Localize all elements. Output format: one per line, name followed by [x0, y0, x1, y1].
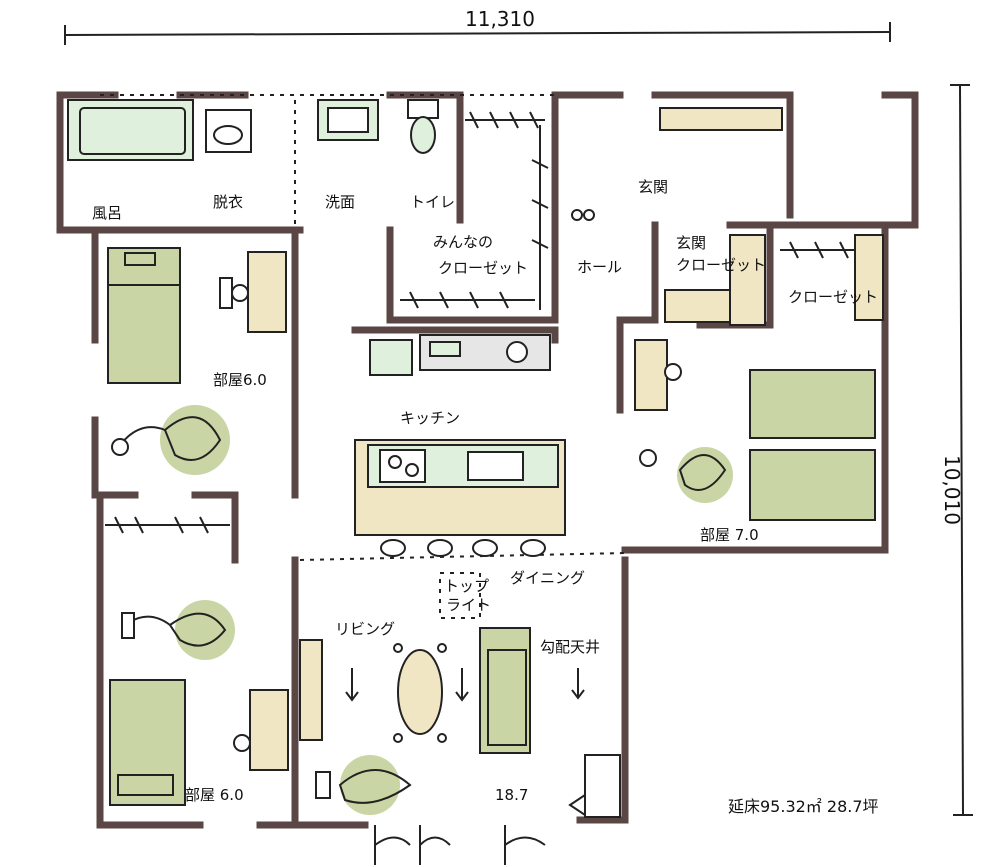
- bed-icon: [749, 369, 876, 521]
- bathtub-icon: [67, 99, 194, 161]
- room-label-entrance-closet: 玄関: [676, 234, 706, 252]
- plant-icon: [121, 600, 235, 660]
- room-label-entrance: 玄関: [638, 178, 668, 196]
- bed-icon: [107, 247, 181, 384]
- height-dimension: 10,010: [940, 455, 964, 525]
- room-label-closet: クローゼット: [788, 288, 878, 306]
- room-label-shared-closet-2: クローゼット: [438, 259, 528, 277]
- arrow-down-icon: [345, 668, 585, 702]
- plant-icon: [639, 447, 733, 503]
- door-swing-icon: [374, 825, 546, 865]
- room-label-dressing: 脱衣: [213, 193, 243, 211]
- toilet-icon: [407, 99, 439, 154]
- room-label-bedroom-sw: 部屋 6.0: [185, 786, 244, 804]
- closet-hanger-rail-icon: [400, 111, 549, 310]
- floor-area-note: 延床95.32㎡ 28.7坪: [728, 797, 879, 816]
- shoe-cabinet-icon: [571, 107, 783, 221]
- room-label-washroom: 洗面: [325, 193, 355, 211]
- room-label-hall: ホール: [577, 258, 622, 276]
- tv-stand-icon: [299, 639, 323, 741]
- room-label-kitchen: キッチン: [400, 409, 460, 427]
- room-label-dining: ダイニング: [510, 569, 585, 587]
- stairs-icon: [568, 754, 621, 818]
- room-label-bath: 風呂: [92, 204, 122, 222]
- closet-hanger-rail-icon: [105, 516, 230, 534]
- room-label-toilet: トイレ: [410, 193, 455, 211]
- desk-icon: [219, 251, 287, 333]
- room-label-living: リビング: [335, 620, 395, 638]
- dotted-boundaries: [100, 94, 626, 619]
- width-dimension: 11,310: [465, 7, 535, 31]
- closet-hanger-rail-icon: [664, 234, 884, 326]
- washbasin-icon: [317, 99, 379, 141]
- room-label-shared-closet: みんなの: [433, 233, 493, 251]
- room-label-bedroom-e: 部屋 7.0: [700, 526, 759, 544]
- toplight-label: トップ: [444, 577, 489, 595]
- toplight-label-2: ライト: [446, 596, 491, 614]
- plant-icon: [111, 405, 230, 475]
- dining-table-icon: [393, 643, 447, 743]
- width-dimension-line: [64, 22, 891, 45]
- sofa-icon: [479, 627, 531, 754]
- kitchen-island-icon: [354, 439, 566, 536]
- desk-icon: [634, 339, 682, 411]
- washing-machine-icon: [205, 109, 252, 153]
- walls: [56, 91, 919, 829]
- bar-stool-icon: [380, 539, 546, 557]
- room-label-entrance-closet-2: クローゼット: [676, 256, 766, 274]
- ldk-size-label: 18.7: [495, 786, 528, 804]
- ceiling-label: 勾配天井: [540, 638, 600, 656]
- bed-icon: [109, 679, 186, 806]
- room-label-bedroom-nw: 部屋6.0: [213, 371, 267, 389]
- plant-icon: [315, 755, 412, 815]
- height-dimension-line: [950, 84, 973, 816]
- desk-icon: [233, 689, 289, 771]
- kitchen-counter-icon: [369, 334, 551, 376]
